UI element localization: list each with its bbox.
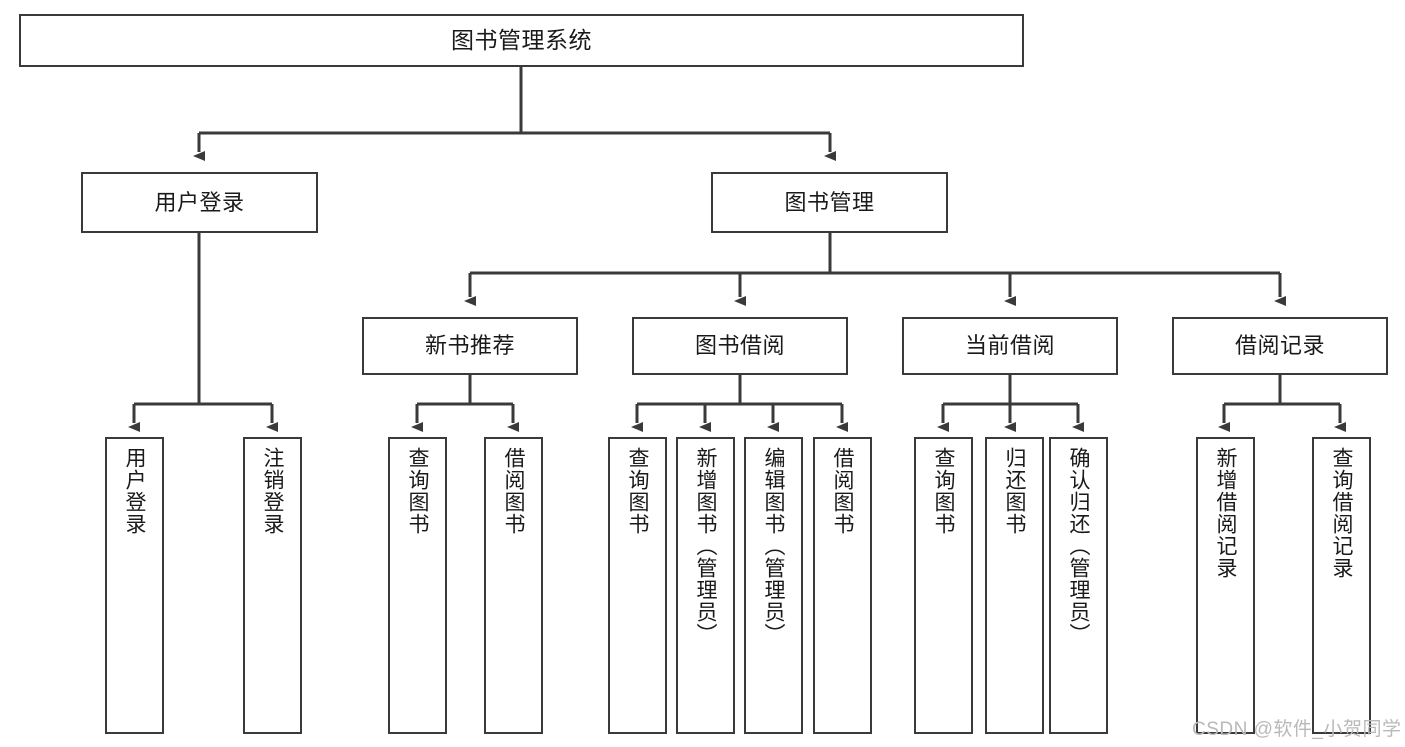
node-label: 查询借阅记录	[1330, 447, 1353, 579]
node-root-system[interactable]: 图书管理系统	[19, 14, 1024, 67]
leaf-logout[interactable]: 注销登录	[243, 437, 302, 734]
node-label: 用户登录	[123, 447, 146, 535]
node-label: 归还图书	[1003, 447, 1026, 535]
leaf-query-book-current[interactable]: 查询图书	[914, 437, 973, 734]
node-borrow-records[interactable]: 借阅记录	[1172, 317, 1388, 375]
node-label: 图书管理系统	[451, 26, 592, 53]
leaf-query-book-recommend[interactable]: 查询图书	[388, 437, 447, 734]
node-label: 用户登录	[154, 189, 245, 215]
node-label: 图书借阅	[694, 333, 785, 359]
node-label: 当前借阅	[964, 333, 1055, 359]
leaf-borrow-book-recommend[interactable]: 借阅图书	[484, 437, 543, 734]
leaf-edit-book-admin[interactable]: 编辑图书（管理员）	[744, 437, 803, 734]
node-label: 查询图书	[626, 447, 649, 535]
node-label: 借阅图书	[831, 447, 854, 535]
node-label: 编辑图书（管理员）	[762, 447, 785, 645]
node-current-borrow[interactable]: 当前借阅	[902, 317, 1118, 375]
node-book-borrow[interactable]: 图书借阅	[632, 317, 848, 375]
leaf-return-book[interactable]: 归还图书	[985, 437, 1044, 734]
leaf-borrow-book[interactable]: 借阅图书	[813, 437, 872, 734]
node-new-book-recommend[interactable]: 新书推荐	[362, 317, 578, 375]
node-label: 新书推荐	[424, 333, 515, 359]
node-label: 新增图书（管理员）	[694, 447, 717, 645]
leaf-confirm-return-admin[interactable]: 确认归还（管理员）	[1049, 437, 1108, 734]
node-book-management[interactable]: 图书管理	[711, 172, 948, 233]
node-label: 新增借阅记录	[1214, 447, 1237, 579]
node-label: 查询图书	[406, 447, 429, 535]
leaf-user-login[interactable]: 用户登录	[105, 437, 164, 734]
node-label: 查询图书	[932, 447, 955, 535]
node-label: 注销登录	[261, 447, 284, 535]
leaf-add-borrow-record[interactable]: 新增借阅记录	[1196, 437, 1255, 734]
leaf-query-borrow-record[interactable]: 查询借阅记录	[1312, 437, 1371, 734]
node-label: 借阅记录	[1234, 333, 1325, 359]
leaf-add-book-admin[interactable]: 新增图书（管理员）	[676, 437, 735, 734]
node-label: 借阅图书	[502, 447, 525, 535]
node-label: 图书管理	[784, 189, 875, 215]
node-label: 确认归还（管理员）	[1067, 447, 1090, 645]
node-user-login[interactable]: 用户登录	[81, 172, 318, 233]
leaf-query-book-borrow[interactable]: 查询图书	[608, 437, 667, 734]
